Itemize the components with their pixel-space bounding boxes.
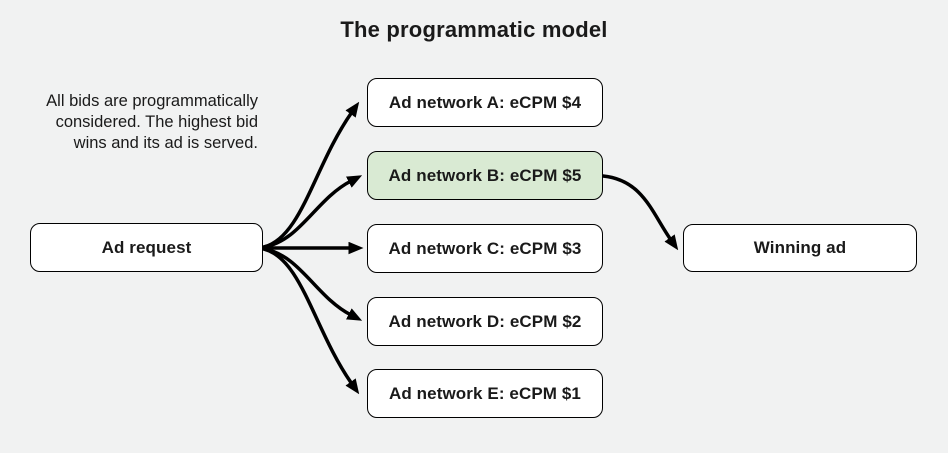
node-ad-network-b-label: Ad network B: eCPM $5 — [388, 165, 582, 185]
node-ad-network-b: Ad network B: eCPM $5 — [367, 151, 603, 200]
description-line-3: wins and its ad is served. — [73, 134, 258, 152]
diagram-title: The programmatic model — [340, 17, 608, 42]
node-winning-ad-label: Winning ad — [753, 238, 847, 257]
description-line-1: All bids are programmatically — [46, 92, 258, 110]
node-ad-network-d-label: Ad network D: eCPM $2 — [388, 311, 582, 331]
arrow-request-to-network-b — [262, 175, 363, 249]
node-ad-network-a: Ad network A: eCPM $4 — [367, 78, 603, 127]
node-ad-network-e: Ad network E: eCPM $1 — [367, 369, 603, 418]
node-ad-network-e-label: Ad network E: eCPM $1 — [389, 383, 581, 403]
node-ad-request-label: Ad request — [101, 237, 192, 257]
node-ad-network-c-label: Ad network C: eCPM $3 — [388, 238, 582, 258]
node-winning-ad: Winning ad — [683, 224, 917, 272]
node-ad-network-a-label: Ad network A: eCPM $4 — [388, 92, 582, 112]
node-ad-network-c: Ad network C: eCPM $3 — [367, 224, 603, 273]
node-ad-network-d: Ad network D: eCPM $2 — [367, 297, 603, 346]
arrow-request-to-network-d — [262, 247, 363, 321]
arrow-request-to-network-a — [262, 101, 360, 249]
arrow-request-to-network-e — [262, 247, 360, 395]
description-text: All bids are programmatically considered… — [46, 91, 258, 154]
arrow-network-b-to-winning — [601, 174, 679, 251]
description-line-2: considered. The highest bid — [55, 113, 258, 131]
node-ad-request: Ad request — [30, 223, 263, 272]
